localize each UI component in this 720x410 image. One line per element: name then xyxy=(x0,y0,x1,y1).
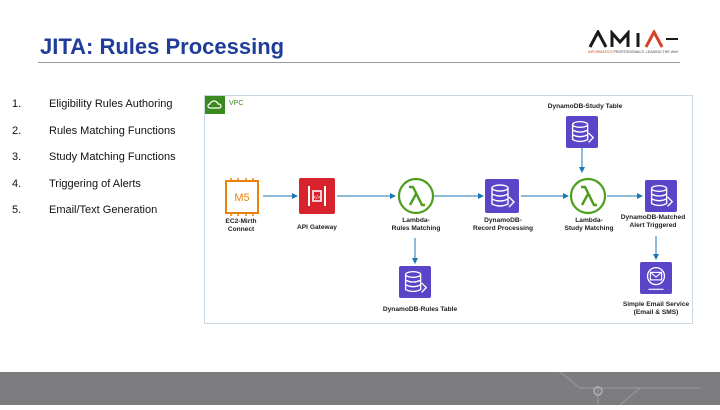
architecture-diagram: VPC M5 EC2-Mirth Connect </> API Gateway xyxy=(204,95,693,324)
dynamodb-rules-icon xyxy=(399,266,431,298)
lambda-study-icon xyxy=(569,177,607,215)
dynamodb-matched-icon xyxy=(645,180,677,212)
vpc-label: VPC xyxy=(229,100,244,107)
dynamodb-study-table-label: DynamoDB-Study Table xyxy=(547,103,623,110)
lambda-rules-matching-label: Lambda- Rules Matching xyxy=(391,217,441,232)
footer-band xyxy=(0,371,720,406)
api-gateway-icon: </> xyxy=(299,178,335,214)
lambda-study-matching-label: Lambda- Study Matching xyxy=(564,217,614,232)
vpc-cloud-icon xyxy=(205,96,225,114)
amia-logo: INFORMATICS PROFESSIONALS. LEADING THE W… xyxy=(588,30,680,56)
flow-arrows xyxy=(263,148,659,264)
dynamodb-matched-alert-label: DynamoDB-Matched Alert Triggered xyxy=(620,214,686,229)
slide-title: JITA: Rules Processing xyxy=(40,34,285,59)
amia-logo-mark xyxy=(588,30,678,48)
dynamodb-record-processing-label: DynamoDB- Record Processing xyxy=(472,217,534,232)
ec2-instance-icon: M5 xyxy=(225,178,259,216)
api-gateway-label: API Gateway xyxy=(297,224,337,231)
svg-text:</>: </> xyxy=(313,195,320,201)
dynamodb-record-icon xyxy=(485,179,519,213)
ec2-mirth-connect-label: EC2-Mirth Connect xyxy=(225,218,257,233)
footer-circuit-pattern xyxy=(559,371,700,406)
ec2-icon-text: M5 xyxy=(234,192,249,204)
simple-email-service-label: Simple Email Service (Email & SMS) xyxy=(622,301,690,316)
lambda-rules-icon xyxy=(397,177,435,215)
dynamodb-rules-table-label: DynamoDB-Rules Table xyxy=(382,306,458,313)
title-divider xyxy=(38,62,680,63)
ses-email-icon xyxy=(640,262,672,294)
dynamodb-study-icon xyxy=(566,116,598,148)
logo-tagline: INFORMATICS PROFESSIONALS. LEADING THE W… xyxy=(588,50,680,54)
